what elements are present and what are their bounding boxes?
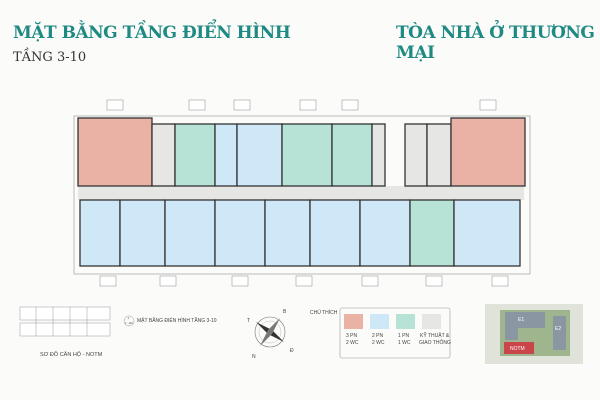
site-map: E1 E2 NOTM (485, 304, 583, 364)
stair-left (151, 123, 176, 187)
apartment-diagram (19, 306, 111, 337)
svg-text:N: N (252, 354, 256, 360)
svg-text:Đ: Đ (290, 348, 294, 354)
svg-text:3 PN: 3 PN (346, 333, 358, 339)
unit-2pn (79, 199, 121, 267)
unit-2pn (264, 199, 311, 267)
building-outline (73, 115, 531, 275)
technical-room (371, 123, 386, 187)
legend-item-technical: KỸ THUẬT &GIAO THÔNG (419, 314, 451, 346)
svg-text:1 WC: 1 WC (398, 340, 411, 346)
caption-number: 1 (128, 316, 130, 320)
unit-1pn (281, 123, 333, 187)
svg-text:E1: E1 (518, 317, 524, 323)
caption-label: MẶT BẰNG ĐIỂN HÌNH TẦNG 3-10 (137, 316, 217, 324)
svg-text:2 WC: 2 WC (346, 340, 359, 346)
unit-1pn (331, 123, 373, 187)
unit-2pn (214, 199, 266, 267)
unit-2pn (453, 199, 521, 267)
unit-1pn (174, 123, 216, 187)
apartment-diagram-label: SƠ ĐỒ CĂN HỘ - NOTM (40, 351, 103, 358)
elevators (404, 123, 428, 187)
unit-2pn (236, 123, 283, 187)
legend-title: CHÚ THÍCH (310, 309, 338, 316)
legend-item-2pn: 2 PN2 WC (370, 314, 389, 346)
unit-2pn (214, 123, 238, 187)
svg-text:1 PN: 1 PN (398, 333, 410, 339)
caption-circle (123, 315, 135, 327)
stair-right (426, 123, 452, 187)
top-row-units (77, 117, 526, 187)
svg-text:B: B (283, 309, 287, 315)
floor-subtitle: TẦNG 3-10 (13, 50, 87, 65)
svg-text:NOTM: NOTM (510, 346, 525, 352)
caption-scale: 1 : 100 (125, 322, 133, 325)
unit-2pn (359, 199, 411, 267)
unit-2pn (119, 199, 166, 267)
unit-3pn-right (450, 117, 526, 187)
unit-tags (99, 99, 509, 287)
bottom-row-units (79, 199, 521, 267)
svg-text:GIAO THÔNG: GIAO THÔNG (419, 339, 451, 346)
svg-text:KỸ THUẬT &: KỸ THUẬT & (420, 332, 450, 339)
building-title: TÒA NHÀ Ở THƯƠNG MẠI (396, 23, 595, 63)
legend-box (339, 307, 451, 359)
unit-1pn (409, 199, 455, 267)
legend-item-3pn: 3 PN2 WC (344, 314, 363, 346)
svg-text:2 PN: 2 PN (372, 333, 384, 339)
page-title: MẶT BẰNG TẦNG ĐIỂN HÌNH (13, 23, 291, 43)
svg-text:2 WC: 2 WC (372, 340, 385, 346)
svg-text:T: T (247, 318, 250, 324)
unit-2pn (164, 199, 216, 267)
compass-icon: T B Đ N (247, 309, 294, 360)
svg-text:E2: E2 (555, 326, 561, 332)
unit-3pn-left (77, 117, 153, 187)
legend-item-1pn: 1 PN1 WC (396, 314, 415, 346)
unit-2pn (309, 199, 361, 267)
corridor (78, 186, 524, 200)
